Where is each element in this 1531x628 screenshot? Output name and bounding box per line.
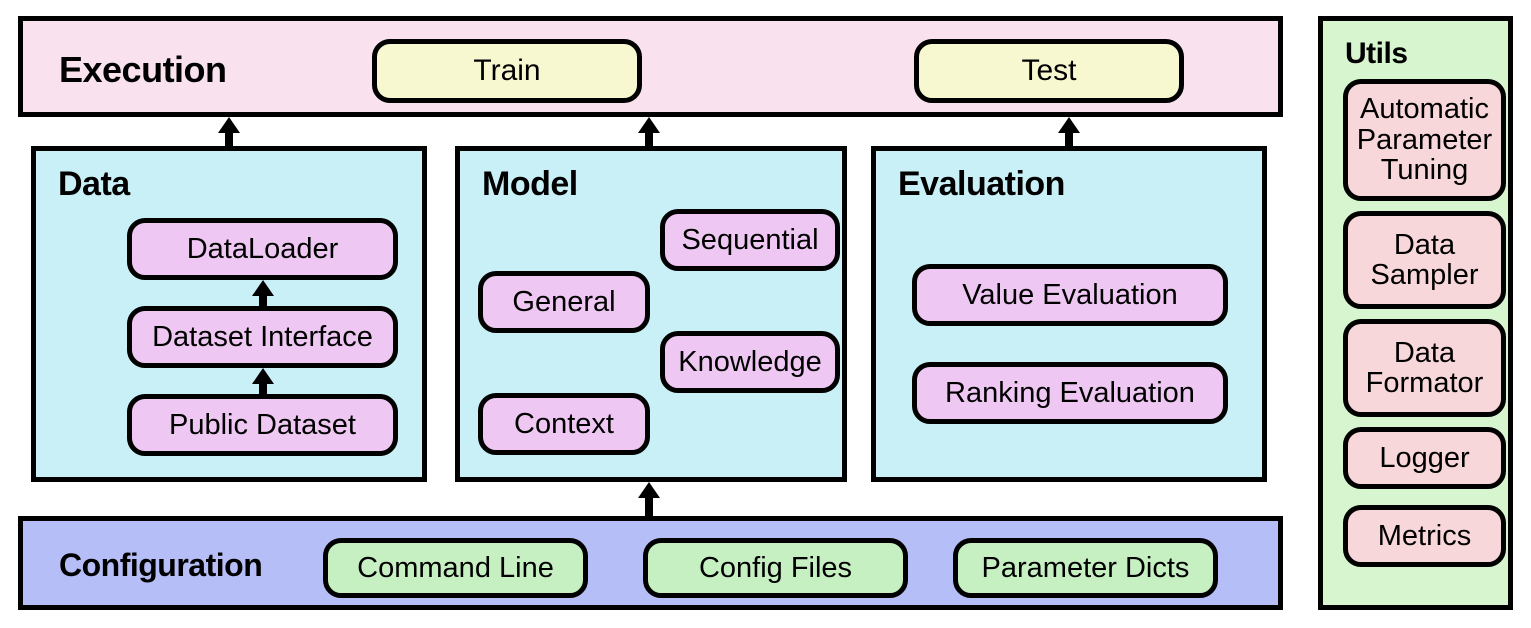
data-item-public-dataset[interactable]: Public Dataset (127, 394, 398, 456)
data-item-dataloader[interactable]: DataLoader (127, 218, 398, 280)
model-item-knowledge[interactable]: Knowledge (660, 331, 840, 393)
stage-title-model: Model (482, 165, 578, 203)
model-item-context[interactable]: Context (478, 393, 650, 455)
evaluation-item-value-evaluation[interactable]: Value Evaluation (912, 264, 1228, 326)
utils-item-logger[interactable]: Logger (1343, 427, 1506, 489)
execution-item-train[interactable]: Train (372, 39, 642, 103)
utils-panel: Utils Automatic Parameter Tuning Data Sa… (1318, 16, 1513, 610)
execution-title: Execution (59, 49, 227, 90)
utils-title: Utils (1345, 37, 1408, 70)
execution-item-test[interactable]: Test (914, 39, 1184, 103)
configuration-item-parameter-dicts[interactable]: Parameter Dicts (953, 538, 1218, 598)
stage-panel-model: Model Sequential General Knowledge Conte… (455, 146, 847, 482)
configuration-title: Configuration (59, 547, 263, 583)
model-item-sequential[interactable]: Sequential (660, 209, 840, 271)
data-item-dataset-interface[interactable]: Dataset Interface (127, 306, 398, 368)
configuration-panel: Configuration Command Line Config Files … (18, 516, 1283, 610)
utils-item-data-sampler[interactable]: Data Sampler (1343, 211, 1506, 309)
configuration-item-config-files[interactable]: Config Files (643, 538, 908, 598)
stage-panel-data: Data DataLoader Dataset Interface Public… (31, 146, 427, 482)
stage-panel-evaluation: Evaluation Value Evaluation Ranking Eval… (871, 146, 1267, 482)
model-item-general[interactable]: General (478, 271, 650, 333)
configuration-item-command-line[interactable]: Command Line (323, 538, 588, 598)
evaluation-item-ranking-evaluation[interactable]: Ranking Evaluation (912, 362, 1228, 424)
stage-title-evaluation: Evaluation (898, 165, 1065, 203)
execution-panel: Execution Train Test (18, 16, 1283, 117)
utils-item-automatic-parameter-tuning[interactable]: Automatic Parameter Tuning (1343, 79, 1506, 201)
stage-title-data: Data (58, 165, 130, 203)
utils-item-metrics[interactable]: Metrics (1343, 505, 1506, 567)
utils-item-data-formator[interactable]: Data Formator (1343, 319, 1506, 417)
